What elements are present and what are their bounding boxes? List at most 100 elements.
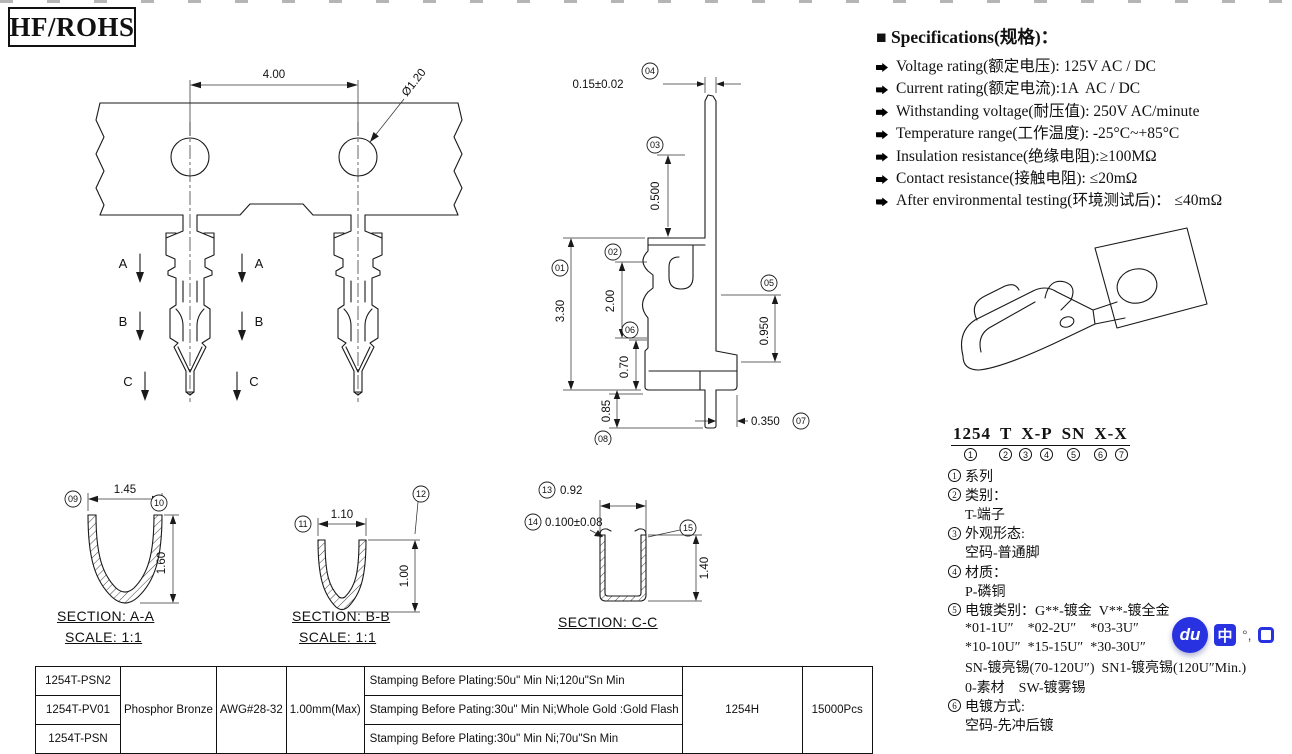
spec-text: Temperature range(工作温度): -25°C~+85°C [896, 125, 1180, 143]
legend-text: 0-素材 SW-镀雾锡 [965, 680, 1086, 696]
balloon-08: 08 [598, 434, 608, 444]
balloon-07: 07 [796, 416, 806, 426]
balloon-02: 02 [608, 247, 618, 257]
cell-awg: AWG#28-32 [215, 666, 287, 754]
legend-balloon: 6 [948, 699, 961, 713]
cell-qty: 15000Pcs [801, 666, 873, 754]
neck-3d [1092, 301, 1126, 325]
spec-item: Current rating(额定电流):1A AC / DC [876, 78, 1290, 100]
spec-text: Contact resistance(接触电阻): ≤20mΩ [896, 170, 1138, 188]
cell-part-number: 1254T-PSN [35, 724, 121, 754]
legend-text: 类别： [965, 488, 1007, 504]
section-aa-drawing: 09 1.45 10 1.60 [64, 484, 179, 604]
balloon-10: 10 [154, 498, 164, 508]
legend-balloon: 5 [948, 603, 961, 617]
pointer-bullet-icon [876, 130, 888, 140]
section-cut-c: C C [123, 371, 259, 401]
code-group-type: T [1000, 424, 1013, 443]
code-balloon-5: 5 [1067, 448, 1080, 461]
legend-balloon: 1 [948, 469, 961, 483]
dim-15-value: 1.40 [699, 557, 711, 579]
legend-text: P-磷铜 [965, 584, 1006, 600]
code-group-plating: SN [1061, 424, 1086, 443]
section-cc-profile [599, 534, 647, 602]
section-cc-hooks [599, 528, 647, 536]
spec-text: Withstanding voltage(耐压值): 250V AC/minut… [896, 102, 1200, 120]
spec-item: Withstanding voltage(耐压值): 250V AC/minut… [876, 101, 1290, 123]
dim-05: 05 0.950 [721, 274, 781, 363]
carrier-strip [95, 102, 463, 216]
legend-text: 电镀类别：G**-镀金 V**-镀全金 [965, 603, 1170, 619]
ime-box-icon [1257, 627, 1274, 643]
section-cc-drawing: 13 0.92 14 0.100±0.08 15 1.40 [524, 481, 711, 602]
balloon-15: 15 [683, 523, 693, 533]
legend-line: 5 电镀类别：G**-镀金 V**-镀全金 [948, 600, 1288, 619]
dim-03: 03 0.500 [646, 136, 685, 237]
legend-text: *10-10U″ *15-15U″ *30-30U″ [965, 640, 1146, 656]
contact-claw-3d [1044, 280, 1074, 311]
section-c-label-left: C [123, 374, 132, 389]
cell-plating: Stamping Before Plating:50u" Min Ni;120u… [363, 666, 683, 696]
cell-wire-od: 1.00mm(Max) [285, 666, 365, 754]
terminal-side-profile [641, 94, 738, 429]
section-bb-scale: SCALE: 1:1 [299, 629, 377, 645]
dim-09: 09 1.45 [64, 484, 163, 511]
dim-12-value: 1.00 [399, 565, 411, 587]
ime-lang-icon: 中 [1214, 624, 1236, 646]
dim-hole-dia-value: Ø1.20 [400, 67, 429, 99]
spec-item: After environmental testing(环境测试后)： ≤40m… [876, 190, 1290, 212]
hf-rohs-badge: HF/ROHS [8, 7, 136, 47]
balloon-01: 01 [555, 263, 565, 273]
legend-text: 电镀方式: [965, 699, 1025, 715]
table-row: 1254T-PV01 Stamping Before Pating:30u" M… [35, 695, 873, 725]
cell-plating: Stamping Before Plating:30u" Min Ni;70u"… [363, 724, 683, 754]
dim-13: 13 0.92 [538, 481, 647, 532]
section-cut-b: B B [119, 311, 263, 341]
balloon-05: 05 [764, 278, 774, 288]
balloon-09: 09 [68, 494, 78, 504]
part-number-balloons: 1 2 3 4 5 6 7 [951, 448, 1141, 463]
side-view-drawing: 04 0.15±0.02 03 0.500 02 2.00 [551, 62, 810, 445]
legend-line: 2 类别： [948, 485, 1288, 504]
code-group-suffix: X-X [1094, 424, 1128, 443]
legend-text: 空码-先冲后镀 [965, 719, 1054, 735]
legend-line: 6 电镀方式: [948, 696, 1288, 715]
section-bb-title: SECTION: B-B [292, 608, 391, 624]
balloon-11: 11 [298, 519, 307, 529]
legend-text: 材质： [965, 565, 1007, 581]
dim-11-value: 1.10 [331, 509, 353, 521]
pointer-bullet-icon [876, 85, 888, 95]
order-spec-table: 1254T-PSN2 Phosphor Bronze AWG#28-32 1.0… [35, 666, 873, 754]
section-cut-a: A A [119, 253, 264, 283]
dim-14-value: 0.100±0.08 [545, 517, 602, 529]
dim-07: 0.350 07 [695, 395, 810, 430]
ime-punct-label: °, [1242, 627, 1252, 643]
section-cc-title: SECTION: C-C [558, 614, 658, 630]
dim-10: 10 1.60 [140, 494, 179, 604]
spec-text: After environmental testing(环境测试后)： ≤40m… [896, 192, 1223, 210]
dim-05-value: 0.950 [759, 317, 771, 346]
code-balloon-7: 7 [1115, 448, 1128, 461]
dim-11: 11 1.10 [294, 509, 367, 536]
dim-01: 01 3.30 [551, 237, 645, 391]
crimp-wing-3d [973, 284, 1020, 321]
dim-pitch-value: 4.00 [263, 69, 285, 81]
legend-line: 0-素材 SW-镀雾锡 [948, 677, 1288, 696]
hf-rohs-label: HF/ROHS [9, 11, 135, 42]
legend-line: SN-镀亮锡(70-120U″) SN1-镀亮锡(120U″Min.) [948, 658, 1288, 677]
legend-balloon: 2 [948, 488, 961, 502]
section-bb-profile [317, 539, 367, 611]
balloon-13: 13 [542, 485, 552, 495]
dim-01-value: 3.30 [555, 300, 567, 322]
legend-text: 外观形态: [965, 527, 1025, 543]
legend-text: T-端子 [965, 507, 1005, 523]
channel-line-3d [979, 301, 1036, 353]
dim-06: 06 0.70 [619, 321, 647, 390]
legend-balloon: 3 [948, 526, 961, 540]
legend-text: SN-镀亮锡(70-120U″) SN1-镀亮锡(120U″Min.) [965, 661, 1247, 677]
code-balloon-4: 4 [1040, 448, 1053, 461]
section-a-label-right: A [255, 256, 264, 271]
table-row: 1254T-PSN2 Phosphor Bronze AWG#28-32 1.0… [35, 666, 873, 754]
legend-line: *10-10U″ *15-15U″ *30-30U″ [948, 639, 1288, 658]
